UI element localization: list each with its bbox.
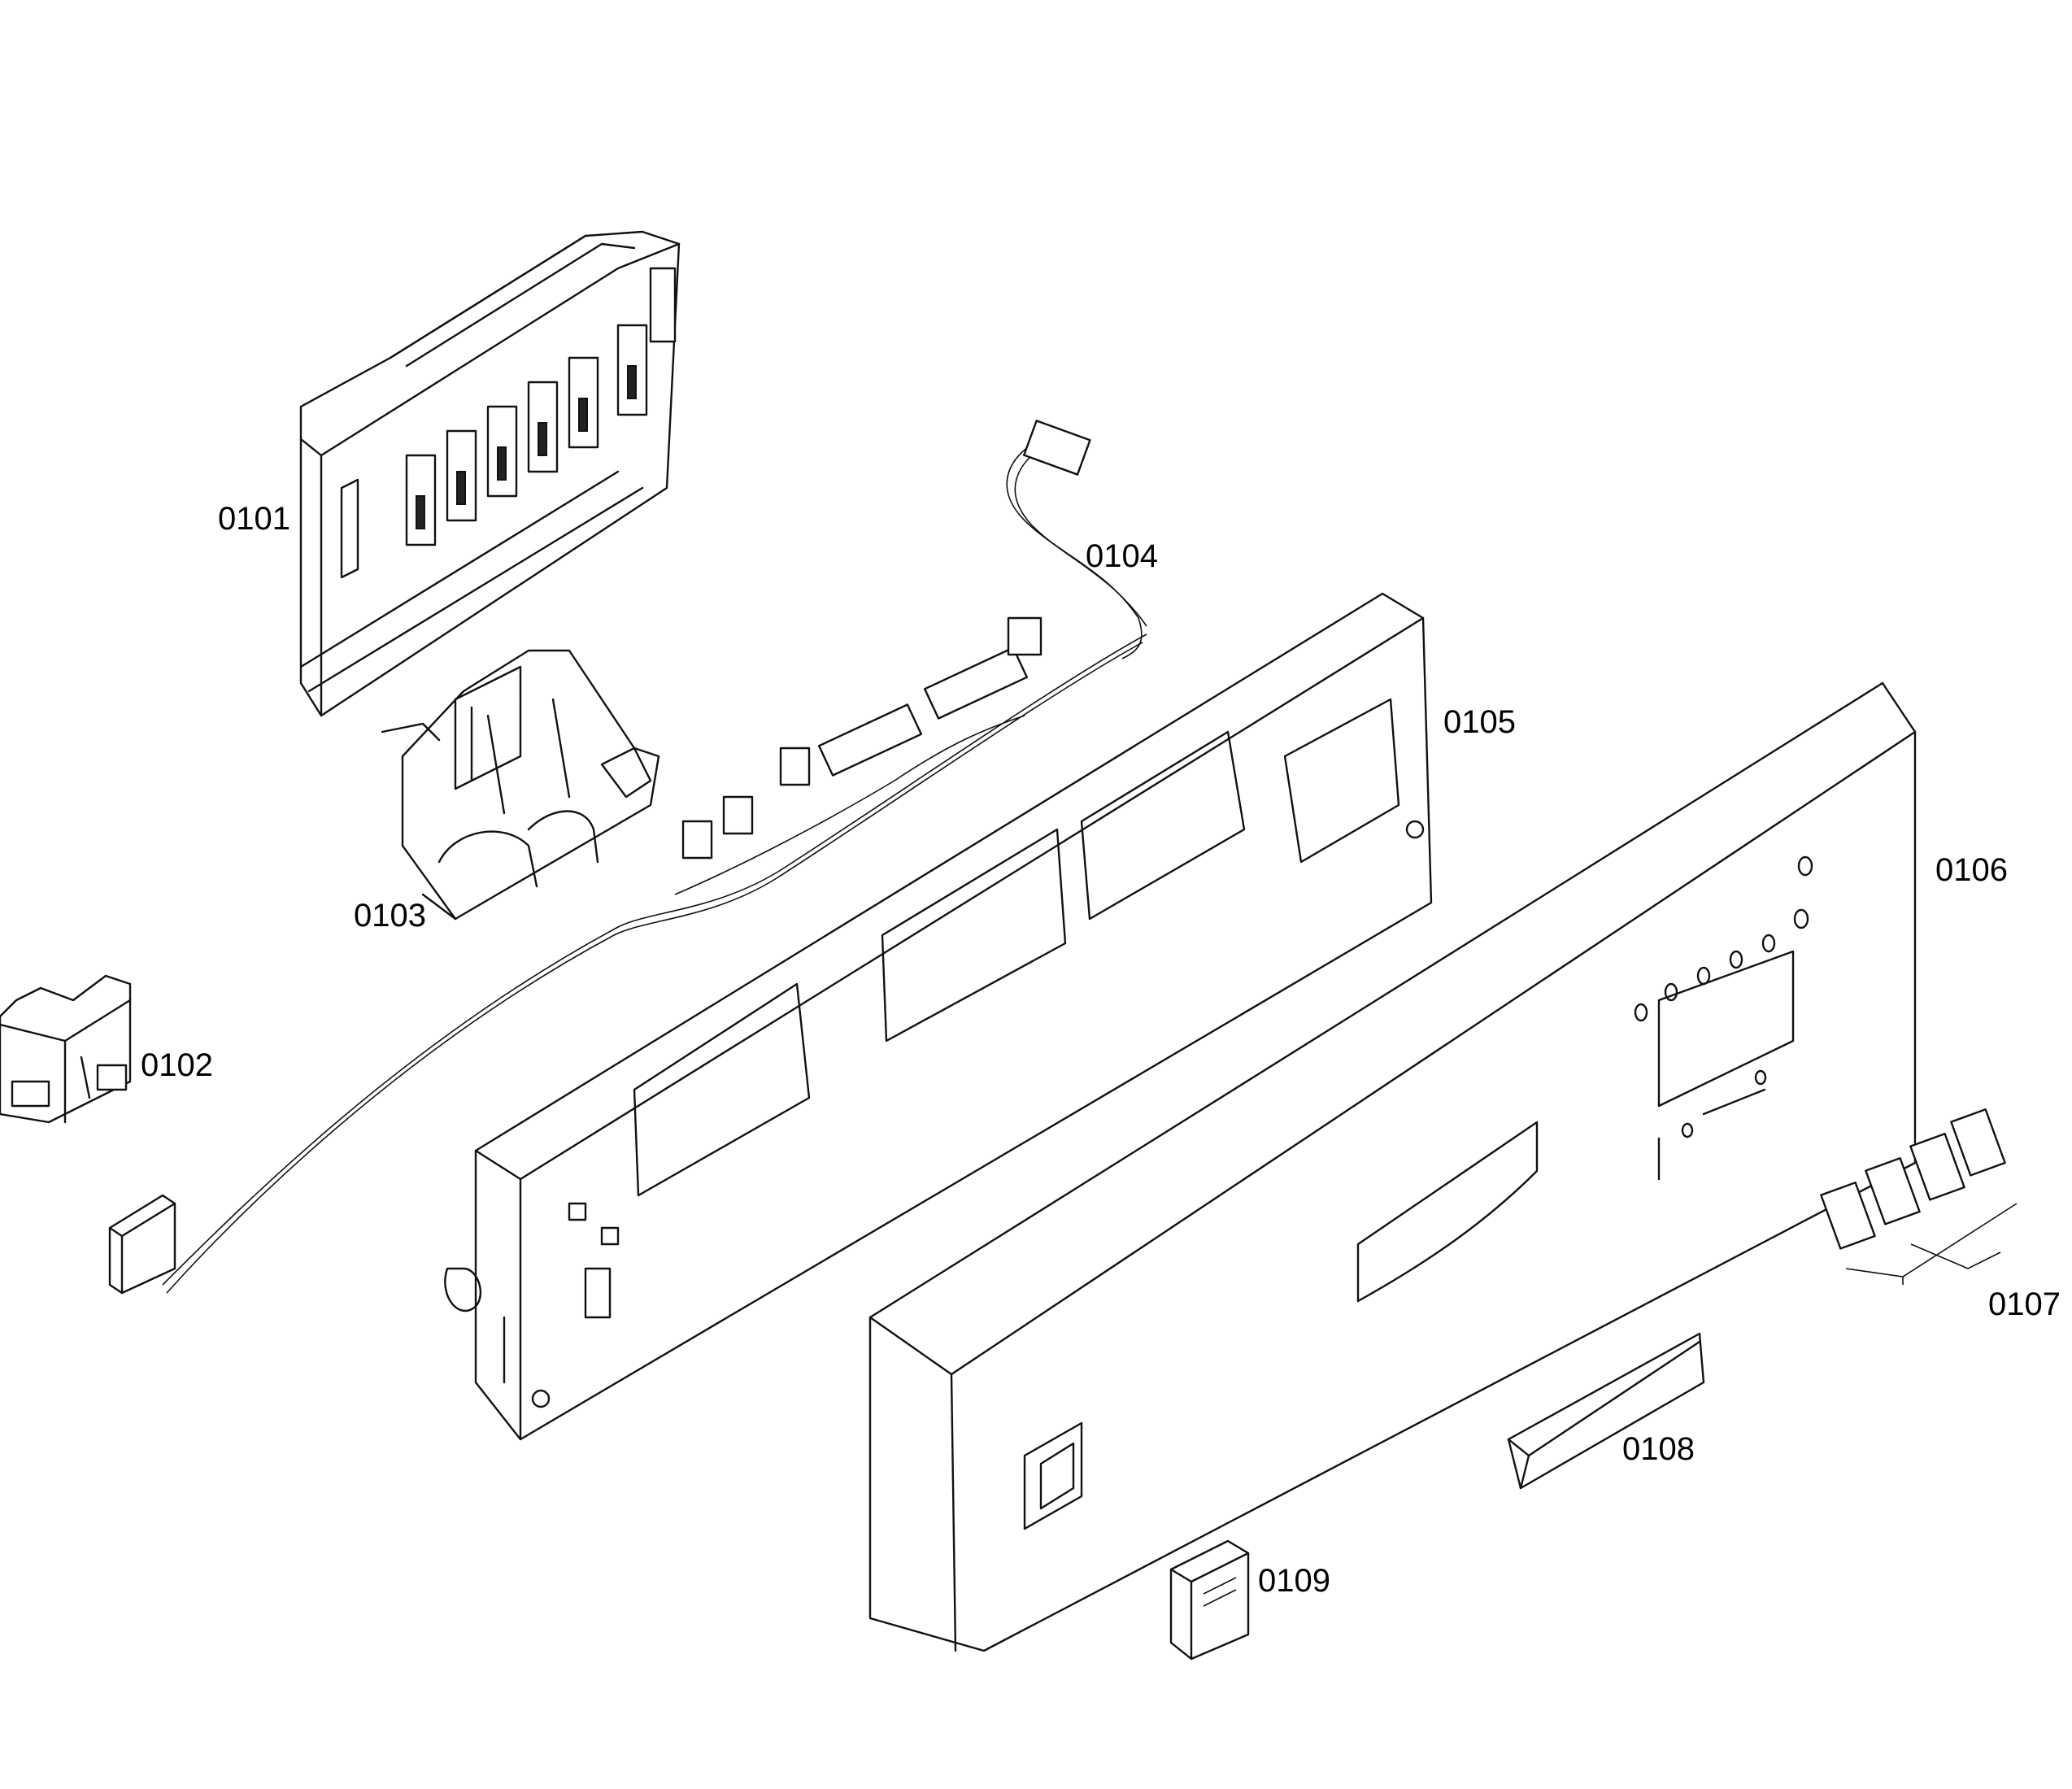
- label-0104[interactable]: 0104: [1086, 538, 1158, 574]
- harness-connector: [681, 616, 1043, 860]
- label-0109[interactable]: 0109: [1258, 1563, 1330, 1599]
- label-0103[interactable]: 0103: [354, 898, 426, 934]
- part-0108-handle-insert[interactable]: [1507, 1332, 1705, 1490]
- label-0108[interactable]: 0108: [1622, 1431, 1695, 1467]
- label-0107[interactable]: 0107: [1988, 1286, 2061, 1322]
- label-0101[interactable]: 0101: [218, 501, 290, 537]
- part-0105-console-frame[interactable]: [444, 592, 1433, 1441]
- label-0106[interactable]: 0106: [1935, 852, 2008, 888]
- part-0102-selector-switch[interactable]: [0, 974, 132, 1124]
- label-0105[interactable]: 0105: [1443, 704, 1516, 740]
- part-0106-front-panel[interactable]: [868, 681, 1917, 1652]
- part-0109-knob[interactable]: [1169, 1539, 1250, 1661]
- label-0102[interactable]: 0102: [141, 1047, 213, 1083]
- part-0104-wiring-harness[interactable]: [108, 420, 1147, 1295]
- part-0103-switch-assembly[interactable]: [381, 649, 660, 921]
- part-0107-push-buttons[interactable]: [1820, 1108, 2018, 1285]
- part-0101-control-module[interactable]: [299, 230, 681, 717]
